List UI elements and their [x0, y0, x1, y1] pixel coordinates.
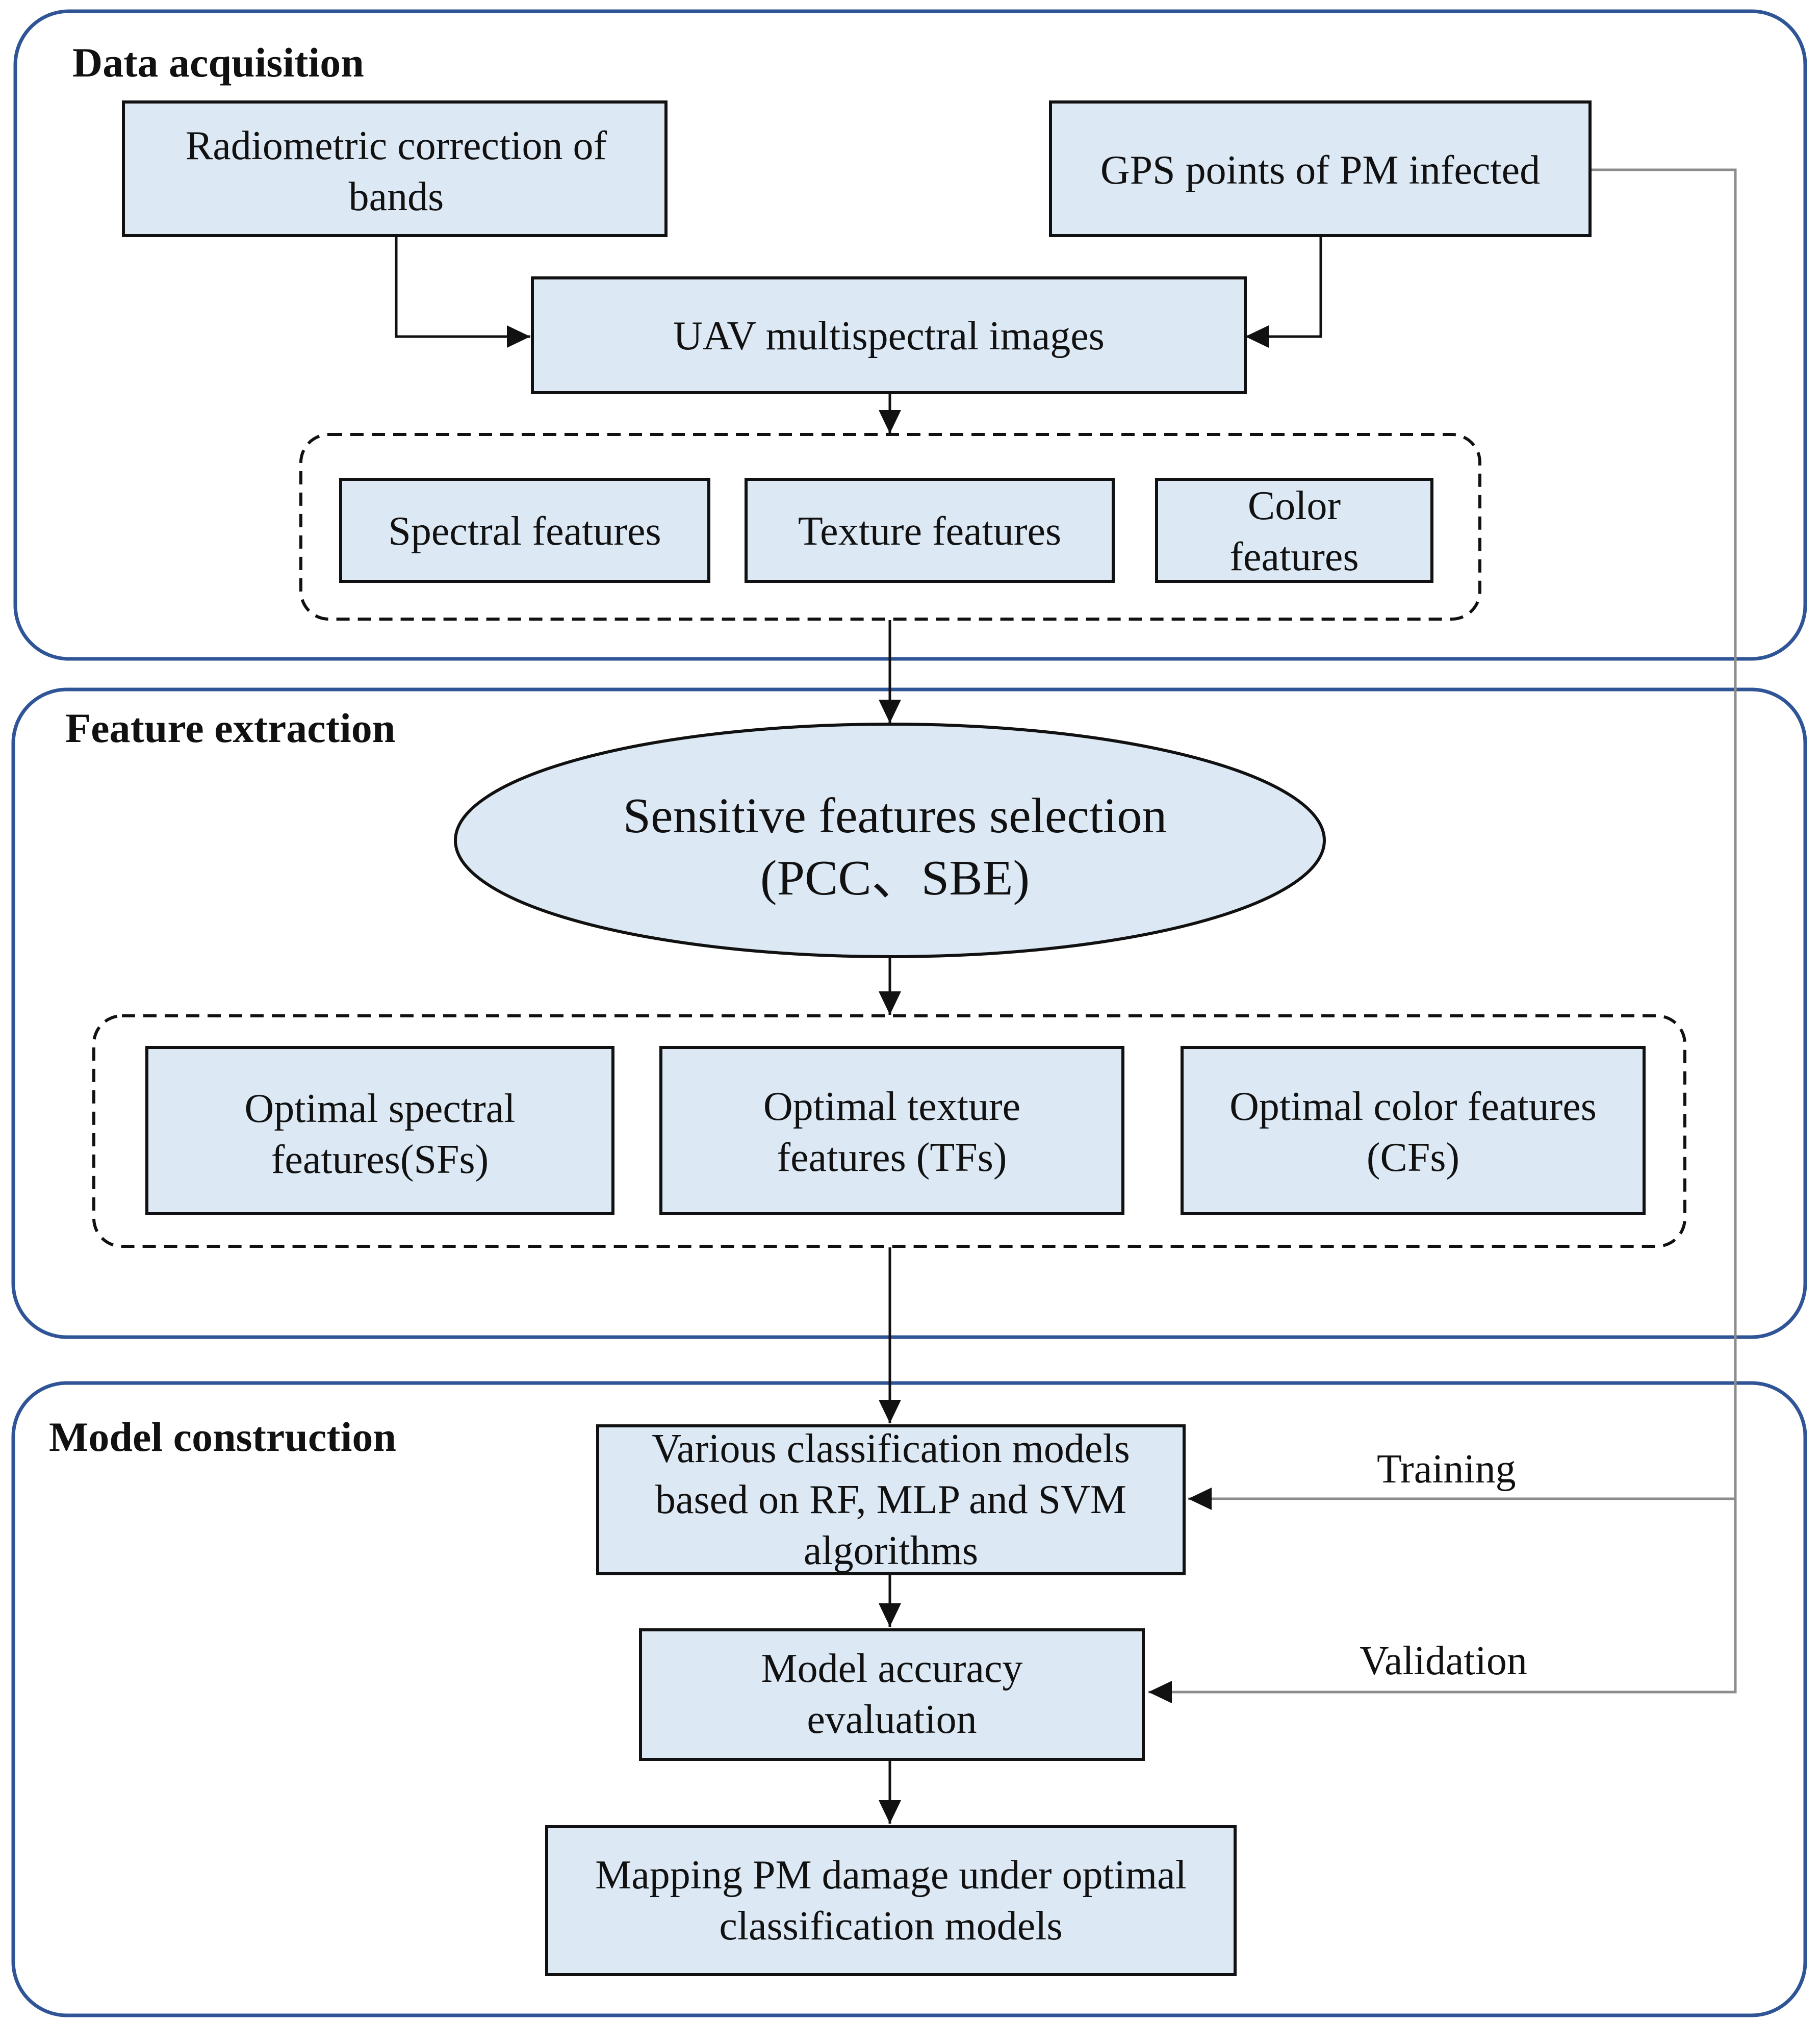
- spectral-features-label: Spectral features: [388, 509, 661, 554]
- texture-features-label: Texture features: [798, 509, 1061, 554]
- raw-features-group: [299, 433, 1481, 621]
- sensitive-selection-label: Sensitive features selection(PCC、SBE): [623, 788, 1167, 906]
- gps-side-line: [1148, 168, 1737, 1703]
- optimal-color-label: Optimal color features(CFs): [1229, 1084, 1597, 1180]
- uav-images-box: [531, 276, 1247, 394]
- section-title-feature-extraction: Feature extraction: [65, 705, 395, 751]
- section-title-data-acquisition: Data acquisition: [72, 39, 364, 86]
- color-features-box: [1155, 478, 1433, 583]
- texture-features-box: [745, 478, 1115, 583]
- radiometric-correction-box: [122, 100, 668, 237]
- mapping-box: [545, 1825, 1237, 1976]
- sensitive-selection-ellipse: [454, 723, 1326, 958]
- classification-models-box: [596, 1424, 1186, 1575]
- section-model-construction: [11, 1381, 1807, 2017]
- section-title-model-construction: Model construction: [49, 1414, 396, 1460]
- gps-points-box: [1049, 100, 1592, 237]
- section-data-acquisition: [13, 9, 1807, 661]
- uav-images-label: UAV multispectral images: [673, 314, 1105, 359]
- optimal-color-box: [1181, 1046, 1646, 1215]
- gps-points-label: GPS points of PM infected: [1100, 148, 1540, 193]
- spectral-features-box: [339, 478, 710, 583]
- training-label: Training: [1377, 1447, 1516, 1492]
- edge-gps-to-uav: [1245, 236, 1322, 348]
- optimal-spectral-box: [145, 1046, 614, 1215]
- optimal-texture-box: [659, 1046, 1124, 1215]
- accuracy-evaluation-box: [639, 1628, 1145, 1761]
- edge-radiometric-to-uav: [395, 236, 530, 348]
- connectors: [395, 168, 1737, 1824]
- validation-label: Validation: [1360, 1639, 1527, 1683]
- section-feature-extraction: [11, 687, 1807, 1339]
